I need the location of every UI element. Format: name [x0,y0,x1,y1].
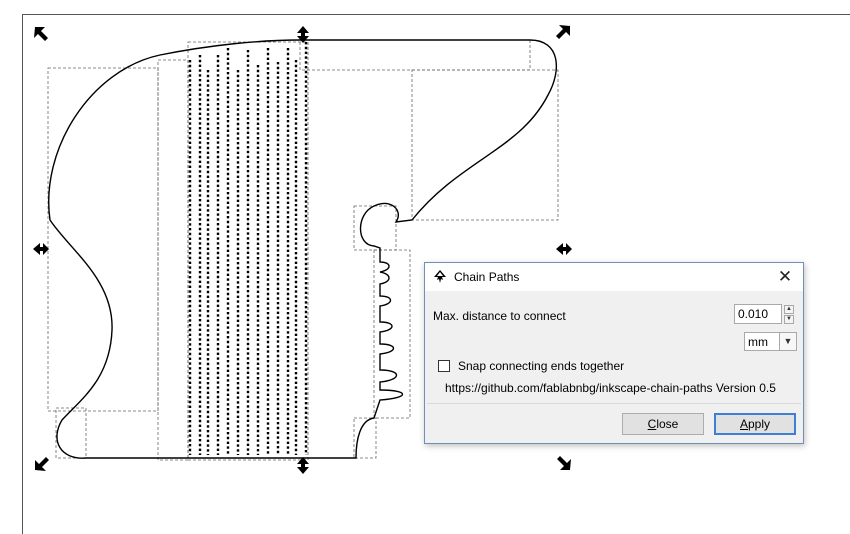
max-distance-label: Max. distance to connect [433,309,566,323]
max-distance-input[interactable] [734,304,782,324]
handle-bottom-left[interactable] [35,457,49,471]
inkscape-icon [434,270,446,283]
unit-dropdown[interactable]: mm ▼ [744,332,797,351]
chevron-down-icon[interactable]: ▼ [779,333,796,350]
handle-right-middle[interactable] [556,243,572,255]
inner-paths [188,42,308,455]
handle-left-middle[interactable] [33,243,49,255]
selection-handles [33,25,572,474]
apply-button[interactable]: Apply [714,413,796,435]
page-border [22,14,850,534]
chain-paths-dialog: Chain Paths ✕ Max. distance to connect ▲… [424,262,804,444]
handle-top-left[interactable] [34,27,48,41]
spin-down-icon[interactable]: ▼ [784,315,794,324]
close-icon[interactable]: ✕ [777,267,793,286]
outline-path [48,39,558,459]
separator [427,403,801,404]
close-button-label: lose [656,417,679,431]
snap-checkbox[interactable] [438,360,450,372]
handle-bottom-right[interactable] [557,456,571,470]
handle-top-middle[interactable] [297,26,309,43]
apply-button-mnemonic: A [739,417,748,431]
drawing[interactable] [0,0,850,520]
snap-label[interactable]: Snap connecting ends together [458,359,625,373]
url-version-text: https://github.com/fablabnbg/inkscape-ch… [445,381,776,395]
max-distance-spinner[interactable]: ▲ ▼ [734,304,796,326]
handle-bottom-middle[interactable] [297,457,309,474]
unit-value: mm [748,335,768,349]
handle-top-right[interactable] [556,25,570,39]
dialog-title: Chain Paths [454,270,520,284]
apply-button-label: pply [748,417,771,431]
close-button[interactable]: Close [622,413,704,435]
close-button-mnemonic: C [647,417,657,431]
spin-up-icon[interactable]: ▲ [784,305,794,314]
dialog-titlebar[interactable]: Chain Paths ✕ [425,263,803,291]
